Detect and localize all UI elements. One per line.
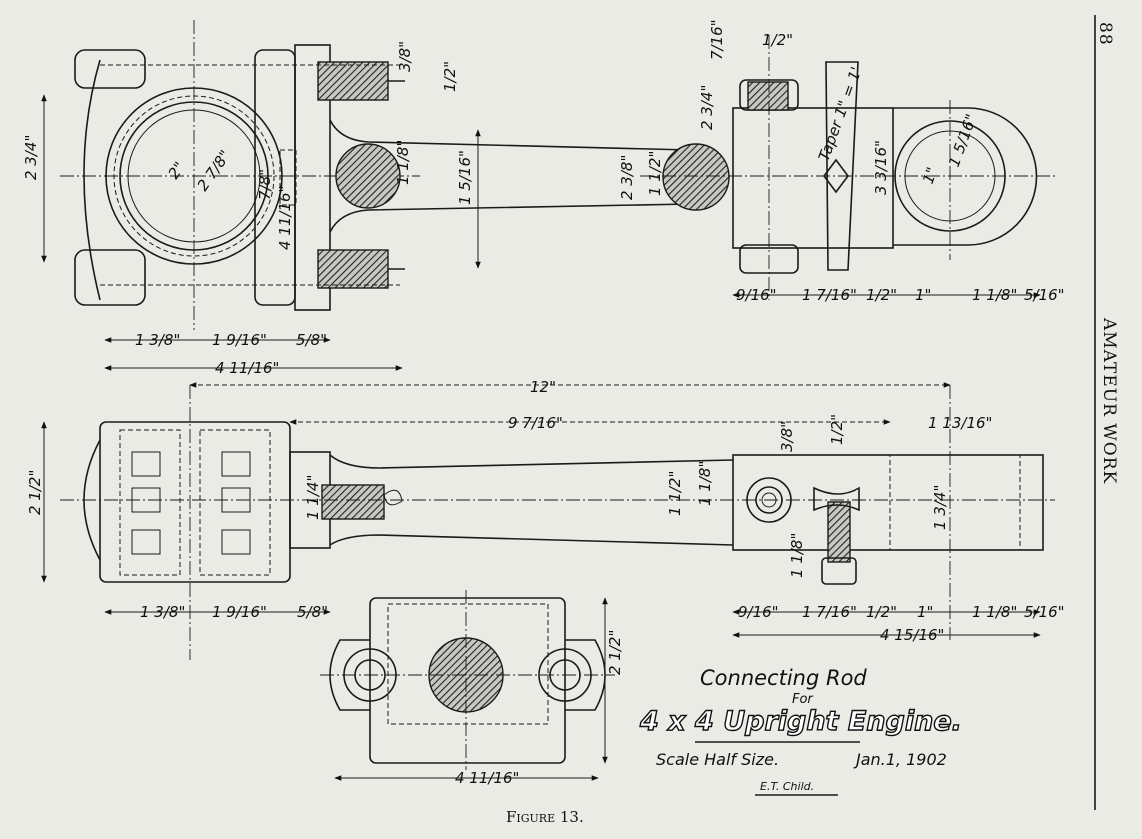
svg-text:1 3/8": 1 3/8" (135, 331, 180, 349)
svg-text:1 5/16": 1 5/16" (456, 150, 474, 205)
svg-text:5/16": 5/16" (1024, 286, 1065, 304)
svg-text:2 3/4": 2 3/4" (698, 85, 716, 130)
svg-text:1 1/8": 1 1/8" (972, 603, 1017, 621)
drawing-date: Jan.1, 1902 (853, 750, 947, 769)
page-number: 88 (1095, 22, 1115, 46)
svg-text:1 1/8": 1 1/8" (788, 533, 806, 578)
rod-side-view (60, 421, 1055, 585)
svg-text:1/2": 1/2" (441, 61, 459, 92)
svg-text:2 1/2": 2 1/2" (26, 470, 44, 515)
svg-text:1 1/4": 1 1/4" (304, 475, 322, 520)
svg-text:1 1/2": 1 1/2" (666, 471, 684, 516)
svg-text:4 11/16": 4 11/16" (215, 359, 279, 377)
big-end-top-view (60, 20, 691, 330)
title-block: Connecting Rod For 4 x 4 Upright Engine.… (638, 666, 963, 796)
svg-text:9/16": 9/16" (738, 603, 779, 621)
svg-text:1": 1" (917, 603, 933, 621)
svg-text:4 15/16": 4 15/16" (880, 626, 944, 644)
svg-text:1": 1" (915, 286, 931, 304)
title-line-2: For (792, 692, 814, 707)
svg-text:7/16": 7/16" (708, 19, 726, 60)
title-line-3: 4 x 4 Upright Engine. (639, 706, 962, 737)
svg-text:1/2": 1/2" (762, 31, 793, 49)
svg-text:1 1/8": 1 1/8" (394, 140, 412, 185)
svg-text:5/8": 5/8" (296, 331, 327, 349)
svg-text:1 7/16": 1 7/16" (802, 603, 857, 621)
svg-text:4 11/16": 4 11/16" (276, 186, 294, 250)
svg-text:5/16": 5/16" (1024, 603, 1065, 621)
svg-text:1 9/16": 1 9/16" (212, 331, 267, 349)
running-head: AMATEUR WORK (1099, 317, 1119, 484)
svg-text:1 9/16": 1 9/16" (212, 603, 267, 621)
svg-text:7/8": 7/8" (256, 169, 274, 200)
svg-text:1 13/16": 1 13/16" (928, 414, 992, 432)
svg-text:1 1/8": 1 1/8" (696, 461, 714, 506)
svg-text:3 3/16": 3 3/16" (872, 140, 890, 195)
svg-text:3/8": 3/8" (396, 41, 414, 72)
drawing-author: E.T. Child. (760, 780, 814, 793)
svg-text:1 1/2": 1 1/2" (646, 151, 664, 196)
svg-text:2 3/4": 2 3/4" (22, 135, 40, 180)
title-line-1: Connecting Rod (700, 666, 867, 690)
svg-text:1 7/16": 1 7/16" (802, 286, 857, 304)
svg-text:5/8": 5/8" (297, 603, 328, 621)
big-end-end-view: 2 1/2" 4 11/16" (320, 590, 624, 787)
svg-text:1": 1" (919, 165, 942, 187)
svg-text:2 3/8": 2 3/8" (618, 155, 636, 200)
svg-text:4 11/16": 4 11/16" (455, 769, 519, 787)
svg-text:1/2": 1/2" (866, 603, 897, 621)
top-left-dimensions: 2 3/4" 2" 2 7/8" 7/8" 4 11/16" 1 1/8" 1 … (22, 41, 481, 377)
svg-text:12": 12" (530, 378, 556, 396)
svg-text:1 1/8": 1 1/8" (972, 286, 1017, 304)
scale-note: Scale Half Size. (656, 750, 779, 769)
svg-text:2 7/8": 2 7/8" (194, 147, 235, 194)
small-end-top-view (640, 35, 1055, 300)
svg-text:2": 2" (165, 158, 189, 182)
svg-text:9/16": 9/16" (736, 286, 777, 304)
svg-text:Taper 1" = 1': Taper 1" = 1' (815, 64, 866, 163)
svg-text:2 1/2": 2 1/2" (606, 630, 624, 675)
side-view-dimensions: 2 1/2" 1 1/4" 1 1/2" 1 1/8" 1 3/4" 1 13/… (26, 414, 1065, 644)
svg-text:1 3/4": 1 3/4" (931, 485, 949, 530)
svg-text:1/2": 1/2" (866, 286, 897, 304)
svg-text:1/2": 1/2" (828, 414, 846, 445)
svg-text:3/8": 3/8" (778, 421, 796, 452)
svg-text:9 7/16": 9 7/16" (508, 414, 563, 432)
figure-caption: Figure 13. (506, 808, 584, 826)
svg-text:1 3/8": 1 3/8" (140, 603, 185, 621)
